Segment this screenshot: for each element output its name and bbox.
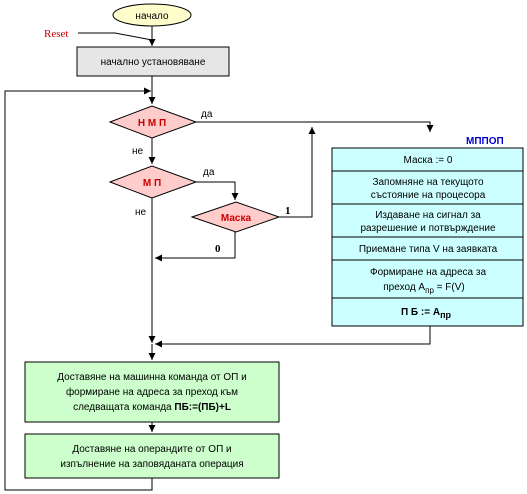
decision-nmp-label: Н М П bbox=[138, 118, 166, 129]
mppop-row-5-line2: преход Aпр = F(V) bbox=[383, 282, 464, 295]
mask-zero-label: 0 bbox=[215, 243, 221, 255]
fetch-line1: Доставяне на машинна команда от ОП и bbox=[57, 372, 246, 383]
fetch-line3: следващата команда ПБ:=(ПБ)+L bbox=[73, 402, 231, 413]
loop-return-line bbox=[4, 87, 153, 491]
nmp-no-label: не bbox=[132, 146, 144, 157]
fetch-line2: формиране на адреса за преход към bbox=[66, 386, 238, 398]
init-box bbox=[76, 46, 230, 77]
mp-yes-arrow bbox=[196, 181, 239, 200]
mask-one-arrow bbox=[279, 127, 316, 218]
fetch-line3-prefix: следващата команда bbox=[73, 402, 174, 413]
mppop-row-5-line1: Формиране на адреса за bbox=[370, 267, 486, 278]
decision-mp-label: М П bbox=[143, 178, 161, 189]
mask-zero-arrow bbox=[155, 232, 236, 262]
reset-label: Reset bbox=[44, 28, 68, 40]
mppop-title: МППОП bbox=[466, 136, 504, 147]
nmp-yes-label: да bbox=[201, 109, 213, 120]
mppop-row-5-prefix: преход A bbox=[383, 282, 425, 293]
decision-mask-label: Маска bbox=[221, 213, 252, 224]
mask-one-label: 1 bbox=[285, 205, 291, 217]
mppop-row-6-prefix: П Б := A bbox=[401, 307, 440, 318]
mppop-row-4: Приемане типа V на заявката bbox=[359, 244, 498, 255]
mp-yes-label: да bbox=[203, 167, 215, 178]
mppop-row-2-line1: Запомняне на текущото bbox=[372, 177, 484, 188]
mppop-row-1: Маска := 0 bbox=[404, 155, 453, 166]
execute-line1: Доставяне на операндите от ОП и bbox=[72, 444, 231, 455]
execute-line2: изпълнение на заповяданата операция bbox=[60, 459, 243, 470]
mppop-row-5-sub: пр bbox=[425, 286, 434, 295]
mppop-row-6: П Б := Aпр bbox=[401, 307, 452, 320]
mppop-exit-arrow bbox=[155, 326, 431, 348]
mppop-row-2-line2: състояние на процесора bbox=[371, 190, 486, 201]
fetch-line3-bold: ПБ:=(ПБ)+L bbox=[174, 402, 231, 413]
reset-arrow bbox=[78, 32, 153, 41]
init-label: начално установяване bbox=[101, 57, 206, 68]
mppop-row-6-sub: пр bbox=[440, 310, 451, 320]
mppop-row-3-line1: Издаване на сигнал за bbox=[375, 210, 481, 221]
execute-box bbox=[24, 433, 280, 479]
nmp-yes-arrow bbox=[196, 121, 434, 132]
start-label: начало bbox=[135, 11, 169, 22]
mppop-row-5-suffix: = F(V) bbox=[434, 282, 465, 293]
mppop-row-3-line2: разрешение и потвърждение bbox=[361, 223, 496, 234]
mp-no-label: не bbox=[135, 207, 147, 218]
